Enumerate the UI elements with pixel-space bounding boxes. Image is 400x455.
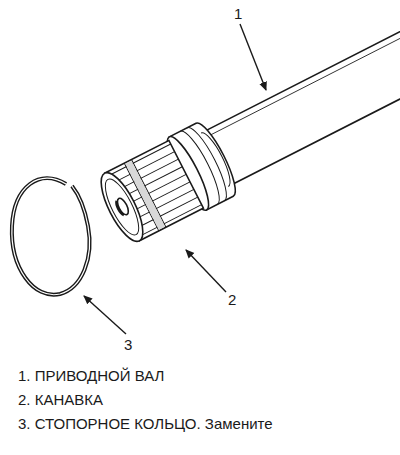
spline-stroke bbox=[116, 152, 175, 182]
leader-line bbox=[186, 250, 226, 292]
callout-number: 2 bbox=[228, 292, 236, 309]
drive-shaft bbox=[92, 16, 400, 249]
legend-text: 3. СТОПОРНОЕ КОЛЬЦО. Замените bbox=[18, 416, 273, 433]
leader-line bbox=[240, 24, 266, 90]
legend-text: 2. КАНАВКА bbox=[18, 392, 103, 409]
callout-number: 3 bbox=[124, 337, 132, 354]
legend-text: 1. ПРИВОДНОЙ ВАЛ bbox=[18, 368, 164, 385]
spline-stroke bbox=[112, 144, 171, 174]
callout-number: 1 bbox=[234, 6, 242, 23]
leader-line bbox=[84, 296, 126, 334]
snap-ring bbox=[12, 178, 90, 295]
